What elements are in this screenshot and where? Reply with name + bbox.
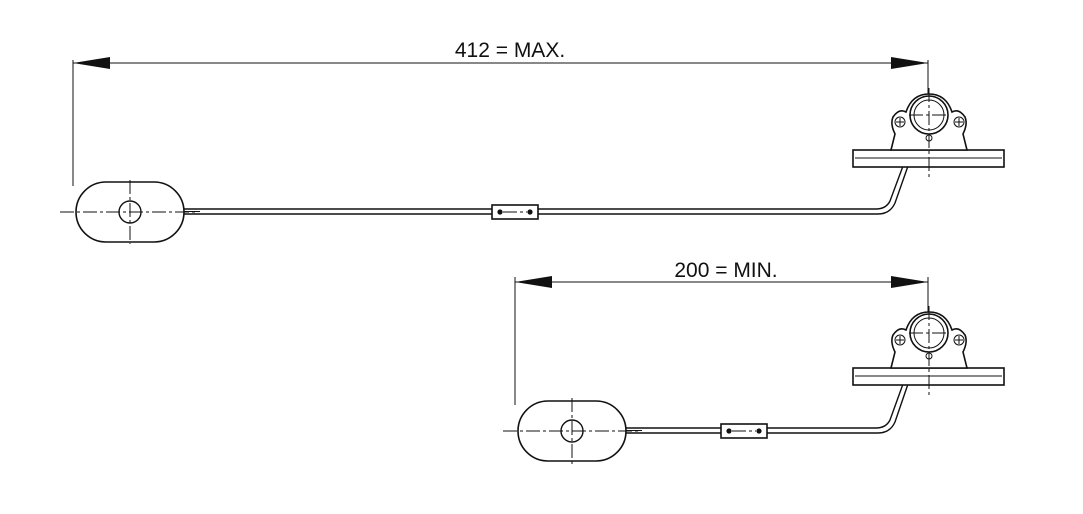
min-rod [626,383,909,434]
max-rod [184,165,909,215]
max-arrow-right [891,57,928,69]
min-dimension: 200 = MIN. [514,259,929,405]
min-dimension-label: 200 = MIN. [674,259,777,282]
max-rod-lower-edge [184,165,909,215]
min-rod-lower-edge [626,383,909,434]
min-coupler-screw-right [756,428,762,434]
min-assembly: 200 = MIN. [503,259,1005,464]
min-coupler-screw-left [726,428,732,434]
min-bolt-left [894,334,906,346]
max-assembly: 412 = MAX. [60,39,1005,244]
max-coupler [491,204,539,220]
max-dimension-label: 412 = MAX. [455,39,565,62]
max-arrow-left [73,57,110,69]
min-bolt-right [953,334,965,346]
max-bolt-right [953,116,965,128]
min-mount [852,306,1005,398]
min-rod-upper-edge [626,383,904,429]
min-coupler [720,423,768,439]
max-coupler-screw-right [527,209,533,215]
min-arrow-right [891,276,928,288]
max-rod-upper-edge [184,165,904,210]
max-left-pad [60,180,196,244]
max-mount [852,88,1005,180]
min-arrow-left [515,276,552,288]
max-dimension: 412 = MAX. [72,39,929,186]
min-left-pad [503,398,640,464]
max-bolt-left [894,116,906,128]
max-coupler-screw-left [497,209,503,215]
